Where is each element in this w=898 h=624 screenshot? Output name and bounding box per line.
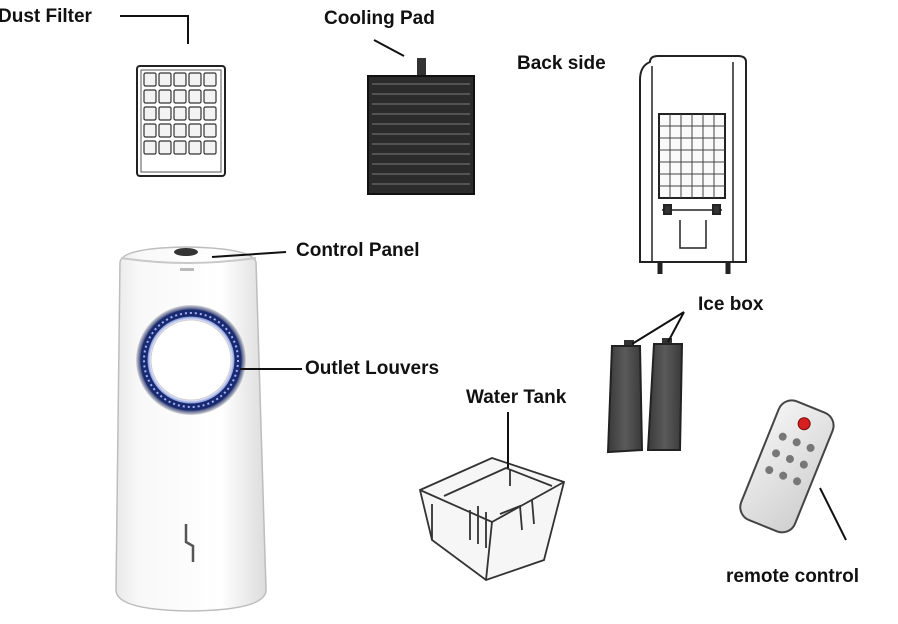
control-panel-leader: [211, 251, 287, 258]
tower-illustration: [115, 246, 267, 612]
ice-box-label: Ice box: [698, 294, 764, 315]
ice-box-leader: [631, 311, 685, 345]
cooling-pad-label: Cooling Pad: [324, 8, 435, 29]
remote-control-leader: [819, 487, 847, 541]
cooling-pad-illustration: [367, 58, 475, 195]
remote-control-label: remote control: [726, 566, 860, 587]
ice-box-illustration: [606, 338, 684, 454]
outlet-louvers-label: Outlet Louvers: [305, 358, 440, 379]
water-tank-illustration: [418, 457, 566, 582]
cooling-pad-leader: [373, 39, 405, 57]
dust-filter-illustration: [136, 65, 226, 177]
control-panel-label: Control Panel: [296, 240, 420, 261]
water-tank-label: Water Tank: [466, 387, 567, 408]
back-side-illustration: [639, 55, 747, 274]
back-side-label: Back side: [517, 53, 606, 74]
dust-filter-leader: [120, 15, 189, 44]
dust-filter-label: Dust Filter: [0, 6, 92, 27]
remote-control-illustration: [739, 399, 835, 534]
